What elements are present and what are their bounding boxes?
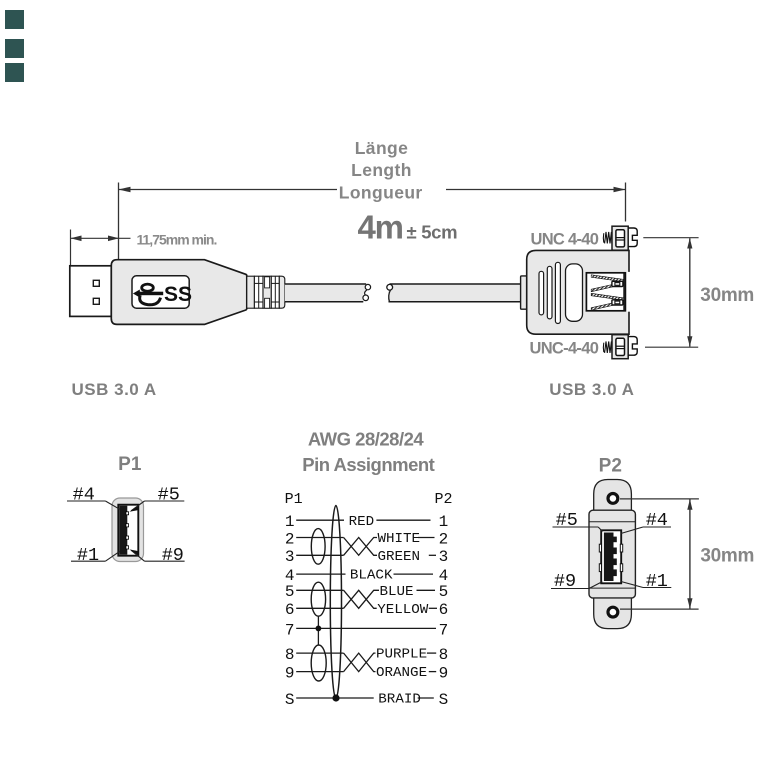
svg-text:Pin Assignment: Pin Assignment xyxy=(302,454,434,475)
svg-text:5: 5 xyxy=(439,583,449,601)
svg-text:1: 1 xyxy=(439,513,449,531)
svg-text:P1: P1 xyxy=(285,491,303,508)
svg-text:USB 3.0 A: USB 3.0 A xyxy=(72,380,157,399)
svg-text:P2: P2 xyxy=(435,491,453,508)
svg-text:RED: RED xyxy=(349,514,375,530)
svg-text:BLUE: BLUE xyxy=(380,584,414,600)
svg-text:4: 4 xyxy=(439,567,449,585)
svg-text:#4: #4 xyxy=(646,510,668,531)
svg-text:PURPLE: PURPLE xyxy=(376,647,427,663)
svg-text:#4: #4 xyxy=(73,484,95,505)
svg-text:GREEN: GREEN xyxy=(378,549,421,565)
svg-text:#9: #9 xyxy=(162,545,184,566)
svg-text:#9: #9 xyxy=(554,571,576,592)
svg-text:7: 7 xyxy=(439,621,449,639)
svg-text:5: 5 xyxy=(285,583,295,601)
svg-text:1: 1 xyxy=(285,513,295,531)
svg-text:Länge: Länge xyxy=(355,138,409,158)
svg-text:P1: P1 xyxy=(118,454,142,475)
svg-text:8: 8 xyxy=(439,646,449,664)
svg-text:#5: #5 xyxy=(158,484,180,505)
svg-text:30mm: 30mm xyxy=(700,545,754,566)
svg-text:S: S xyxy=(439,691,449,709)
svg-text:2: 2 xyxy=(439,530,449,548)
svg-text:UNC-4-40: UNC-4-40 xyxy=(530,340,599,358)
svg-text:Longueur: Longueur xyxy=(339,182,423,202)
svg-text:YELLOW: YELLOW xyxy=(377,602,429,618)
svg-text:#5: #5 xyxy=(556,510,578,531)
svg-text:4: 4 xyxy=(285,567,295,585)
svg-text:WHITE: WHITE xyxy=(378,531,421,547)
svg-text:9: 9 xyxy=(439,665,449,683)
svg-text:4m: 4m xyxy=(358,209,403,246)
svg-text:USB 3.0 A: USB 3.0 A xyxy=(549,380,634,399)
svg-text:BRAID: BRAID xyxy=(378,692,421,708)
svg-text:Length: Length xyxy=(351,160,412,180)
svg-text:8: 8 xyxy=(285,646,295,664)
svg-text:ORANGE: ORANGE xyxy=(376,665,427,681)
svg-text:SS: SS xyxy=(164,283,192,306)
svg-text:UNC 4-40: UNC 4-40 xyxy=(531,230,599,248)
svg-text:3: 3 xyxy=(439,548,449,566)
svg-text:30mm: 30mm xyxy=(700,285,754,306)
svg-text:9: 9 xyxy=(285,665,295,683)
svg-text:± 5cm: ± 5cm xyxy=(407,222,458,243)
svg-text:2: 2 xyxy=(285,530,295,548)
svg-text:#1: #1 xyxy=(77,545,99,566)
svg-text:7: 7 xyxy=(285,621,295,639)
svg-text:6: 6 xyxy=(285,601,295,619)
svg-text:#1: #1 xyxy=(646,571,668,592)
svg-text:6: 6 xyxy=(439,601,449,619)
svg-text:11,75mm min.: 11,75mm min. xyxy=(137,232,217,248)
svg-text:3: 3 xyxy=(285,548,295,566)
svg-text:P2: P2 xyxy=(599,455,622,476)
svg-text:AWG 28/28/24: AWG 28/28/24 xyxy=(308,428,425,449)
svg-text:S: S xyxy=(285,691,295,709)
svg-text:BLACK: BLACK xyxy=(350,568,393,584)
